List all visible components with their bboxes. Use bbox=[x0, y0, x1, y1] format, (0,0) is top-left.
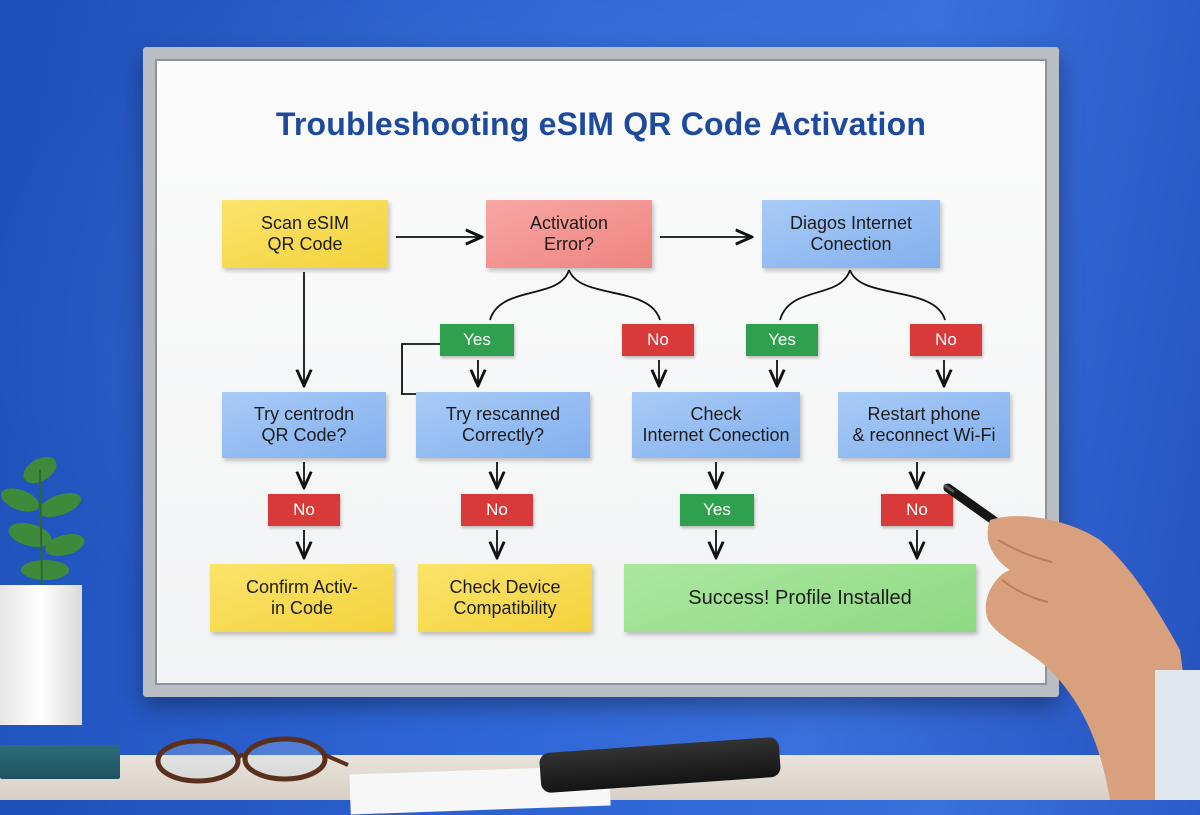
node-try-rescanned: Try rescanned Correctly? bbox=[416, 392, 590, 458]
badge-yes-2: Yes bbox=[746, 324, 818, 356]
badge-no-2: No bbox=[910, 324, 982, 356]
badge-yes-3: Yes bbox=[680, 494, 754, 526]
diagram-title: Troubleshooting eSIM QR Code Activation bbox=[275, 106, 927, 142]
branch-diagnose-yes bbox=[779, 269, 851, 321]
plant-pot bbox=[0, 585, 82, 725]
node-diagnose-internet: Diagos Internet Conection bbox=[762, 200, 940, 268]
badge-yes-1: Yes bbox=[440, 324, 514, 356]
book bbox=[0, 745, 120, 779]
node-check-device: Check Device Compatibility bbox=[418, 564, 592, 632]
branch-diagnose-no bbox=[849, 269, 946, 321]
node-activation-error: Activation Error? bbox=[486, 200, 652, 268]
plant-icon bbox=[0, 456, 85, 586]
glasses-icon bbox=[155, 736, 349, 784]
badge-no-5: No bbox=[881, 494, 953, 526]
bracket-yes-left bbox=[401, 343, 440, 395]
badge-no-1: No bbox=[622, 324, 694, 356]
pen-icon bbox=[943, 483, 1200, 800]
node-restart-phone: Restart phone & reconnect Wi-Fi bbox=[838, 392, 1010, 458]
node-check-internet: Check Internet Conection bbox=[632, 392, 800, 458]
node-scan-qr: Scan eSIM QR Code bbox=[222, 200, 388, 268]
branch-error-yes bbox=[489, 269, 570, 321]
badge-no-4: No bbox=[461, 494, 533, 526]
node-success: Success! Profile Installed bbox=[624, 564, 976, 632]
node-try-centrodn: Try centrodn QR Code? bbox=[222, 392, 386, 458]
badge-no-3: No bbox=[268, 494, 340, 526]
branch-error-no bbox=[568, 269, 661, 321]
node-confirm-code: Confirm Activ- in Code bbox=[210, 564, 394, 632]
